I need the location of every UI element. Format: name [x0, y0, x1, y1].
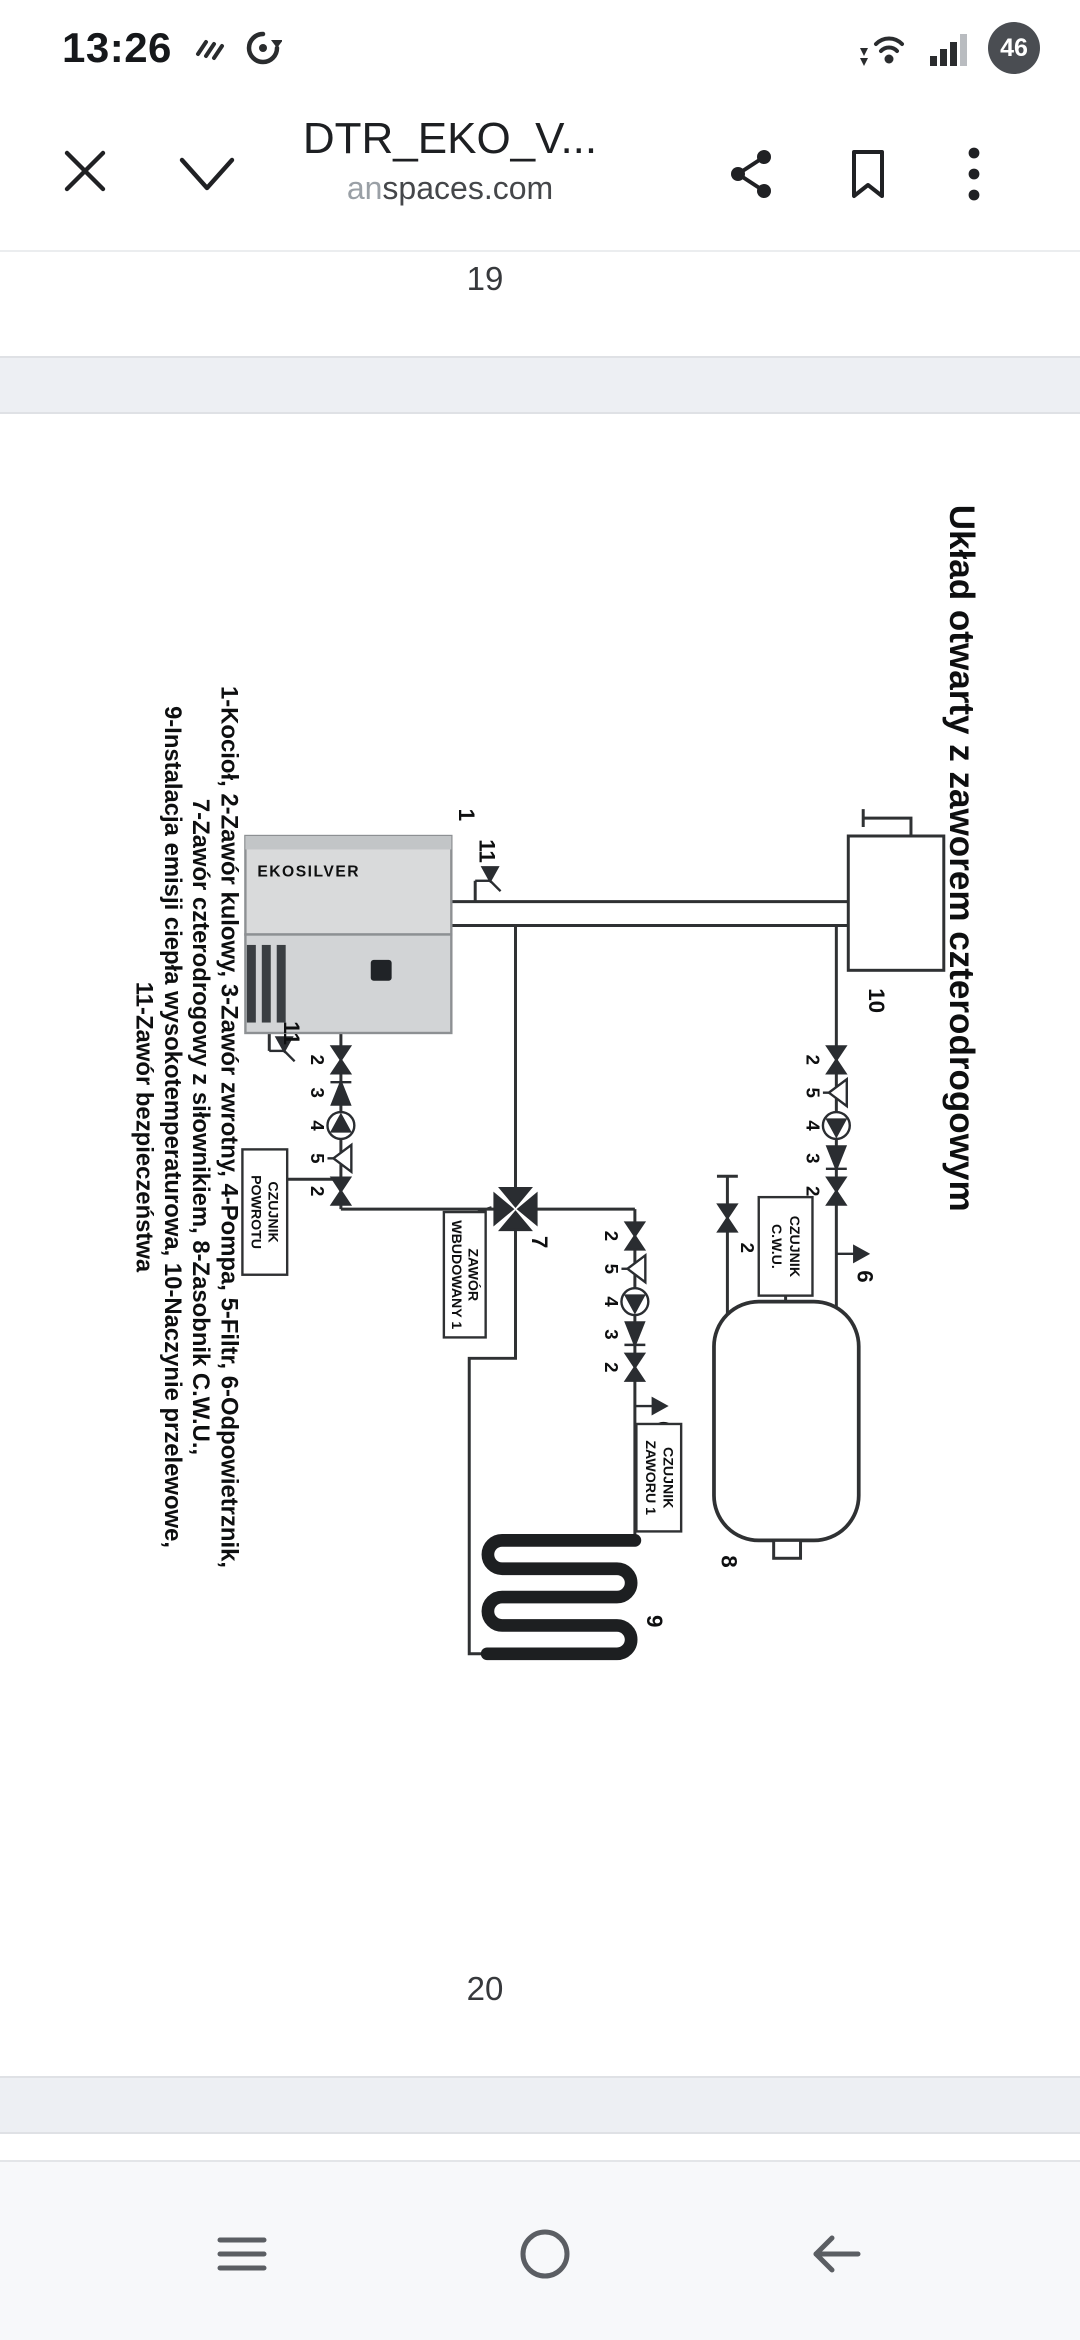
- svg-text:3: 3: [601, 1329, 622, 1339]
- signal-icon: [930, 34, 967, 66]
- svg-text:ZAWÓR: ZAWÓR: [464, 1248, 482, 1301]
- bookmark-icon: [852, 150, 884, 198]
- recents-icon: [217, 2237, 267, 2271]
- hydraulic-diagram: Układ otwarty z zaworem czterodrogowym E…: [130, 504, 980, 1660]
- four-way-valve: [492, 1186, 538, 1231]
- page-20: Układ otwarty z zaworem czterodrogowym E…: [0, 414, 1080, 2076]
- bookmark-button[interactable]: [844, 146, 892, 205]
- svg-text:2: 2: [802, 1185, 823, 1195]
- status-left: 13:26: [62, 24, 282, 72]
- cold-water-valve: [716, 1202, 738, 1233]
- label-valve4way: 7: [526, 1235, 551, 1247]
- cold-valve-number: 2: [736, 1242, 757, 1252]
- svg-text:ZAWORU 1: ZAWORU 1: [642, 1440, 658, 1515]
- svg-text:3: 3: [802, 1153, 823, 1163]
- diagram-title: Układ otwarty z zaworem czterodrogowym: [941, 504, 980, 1211]
- svg-text:2: 2: [601, 1230, 622, 1240]
- status-right: 46: [856, 22, 1040, 74]
- page-number-20: 20: [466, 1970, 504, 2007]
- valve-sensor-box: CZUJNIK ZAWORU 1: [634, 1422, 682, 1533]
- close-button[interactable]: [56, 142, 114, 203]
- dhw-pump-group: [821, 1044, 851, 1206]
- dhw-sensor-box: CZUJNIK C.W.U.: [757, 1195, 814, 1297]
- share-icon: [731, 150, 771, 198]
- close-icon: [64, 150, 106, 192]
- label-vessel: 10: [864, 988, 889, 1013]
- svg-text:5: 5: [802, 1087, 823, 1097]
- page-separator-2: [0, 2076, 1080, 2134]
- home-icon: [520, 2229, 570, 2279]
- collapse-button[interactable]: [172, 152, 242, 201]
- legend-line-1: 1-Kocioł, 2-Zawór kulowy, 3-Zawór zwrotn…: [215, 685, 242, 1567]
- status-time: 13:26: [62, 24, 172, 71]
- chevron-down-icon: [179, 157, 235, 191]
- wifi-icon: [860, 36, 904, 66]
- pdf-scroll-area[interactable]: 19 Układ otwarty z zaworem czterodrogowy…: [0, 252, 1080, 2160]
- label-tank: 8: [716, 1555, 741, 1567]
- overflow-menu-button[interactable]: [962, 144, 986, 207]
- diagram-legend: 1-Kocioł, 2-Zawór kulowy, 3-Zawór zwrotn…: [130, 685, 242, 1567]
- back-icon: [813, 2235, 861, 2273]
- page-separator: [0, 356, 1080, 414]
- document-url: anspaces.com: [210, 170, 690, 207]
- navigation-bar: [0, 2160, 1080, 2340]
- page-number-19: 19: [466, 260, 504, 297]
- share-button[interactable]: [726, 146, 778, 205]
- document-title-block: DTR_EKO_V... anspaces.com: [210, 114, 690, 207]
- kebab-menu-icon: [968, 147, 980, 201]
- svg-text:2: 2: [601, 1362, 622, 1372]
- url-domain: spaces.com: [382, 170, 554, 206]
- pdf-viewer-header: DTR_EKO_V... anspaces.com: [0, 96, 1080, 252]
- svg-text:5: 5: [601, 1263, 622, 1273]
- boiler-controller-badge: [370, 959, 392, 981]
- diagram-rotated-container: Układ otwarty z zaworem czterodrogowym E…: [127, 477, 1000, 1776]
- svg-text:5: 5: [307, 1153, 328, 1163]
- battery-level: 46: [1000, 33, 1028, 62]
- svg-text:2: 2: [307, 1054, 328, 1064]
- svg-text:CZUJNIK: CZUJNIK: [659, 1447, 675, 1509]
- dhw-tank: [711, 1299, 861, 1560]
- recents-button[interactable]: [206, 2218, 278, 2290]
- svg-text:CZUJNIK: CZUJNIK: [786, 1215, 802, 1277]
- label-boiler: 1: [453, 808, 478, 820]
- legend-line-2: 7-Zawór czterodrogowy z siłownikiem, 8-Z…: [187, 798, 214, 1454]
- legend-line-3: 9-Instalacja emisji ciepła wysokotempera…: [158, 705, 185, 1547]
- svg-text:3: 3: [307, 1087, 328, 1097]
- svg-text:POWROTU: POWROTU: [247, 1175, 263, 1249]
- radiator-coil: [480, 1533, 641, 1660]
- dhw-group-numbers: 2 5 4 3 2: [802, 1054, 823, 1196]
- built-in-valve-box: ZAWÓR WBUDOWANY 1: [442, 1210, 487, 1339]
- svg-text:2: 2: [307, 1185, 328, 1195]
- home-button[interactable]: [509, 2218, 581, 2290]
- return-sensor-box: CZUJNIK POWROTU: [240, 1147, 288, 1276]
- boiler: EKOSILVER: [243, 834, 453, 1034]
- data-saver-icon: [246, 31, 282, 65]
- svg-text:WBUDOWANY 1: WBUDOWANY 1: [448, 1220, 464, 1329]
- return-group-numbers: 2 3 4 5 2: [307, 1054, 328, 1196]
- notifications-icon: [195, 40, 224, 60]
- label-vent-2: 6: [852, 1270, 877, 1282]
- page-19-bottom: 19: [0, 252, 1080, 356]
- boiler-logo: EKOSILVER: [257, 863, 360, 880]
- svg-text:CZUJNIK: CZUJNIK: [264, 1181, 280, 1243]
- status-bar: 13:26: [0, 0, 1080, 96]
- legend-line-4: 11-Zawór bezpieczeństwa: [130, 981, 157, 1272]
- radiator-group-numbers: 2 5 4 3 2: [601, 1230, 622, 1372]
- next-page-stub: [0, 2134, 1080, 2160]
- url-prefix: an: [346, 170, 383, 206]
- svg-text:C.W.U.: C.W.U.: [768, 1223, 784, 1268]
- svg-text:2: 2: [802, 1054, 823, 1064]
- back-button[interactable]: [800, 2218, 872, 2290]
- label-safety-1: 11: [474, 839, 499, 863]
- svg-text:4: 4: [307, 1120, 328, 1131]
- svg-text:4: 4: [601, 1296, 622, 1307]
- document-title: DTR_EKO_V...: [302, 114, 598, 163]
- radiator-pump-group: [619, 1220, 650, 1382]
- battery-indicator: 46: [988, 22, 1040, 74]
- label-radiator: 9: [641, 1614, 666, 1626]
- label-safety-2: 11: [279, 1021, 304, 1045]
- svg-text:4: 4: [802, 1120, 823, 1131]
- overflow-vessel: [846, 834, 945, 972]
